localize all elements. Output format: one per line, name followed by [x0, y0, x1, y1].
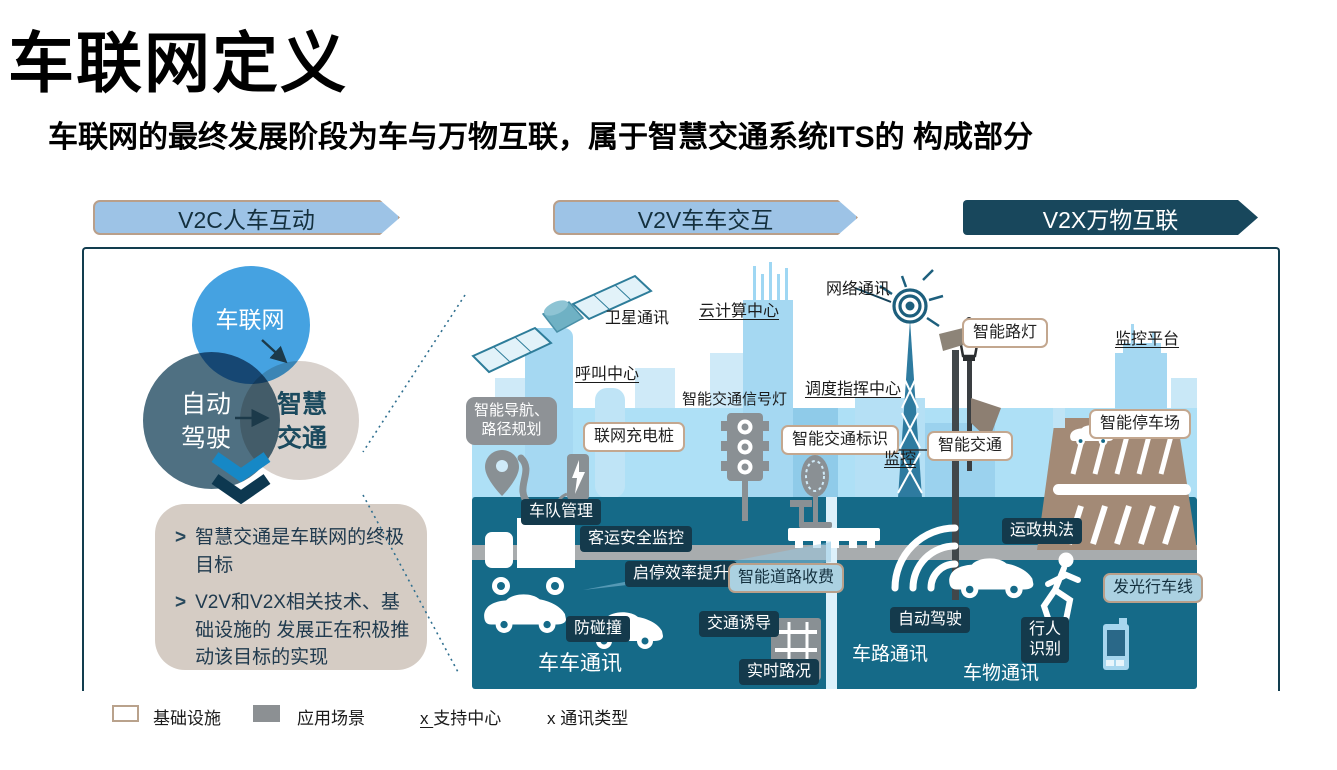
label-network-comm: 网络通讯 [826, 281, 891, 298]
traffic-light-icon [721, 413, 769, 521]
page-subtitle: 车联网的最终发展阶段为车与万物互联，属于智慧交通系统ITS的 构成部分 [48, 121, 1034, 154]
label-traffic-guidance: 交通诱导 [699, 611, 780, 637]
legend-support-center: x 支持中心 [420, 704, 501, 729]
legend-comm-type: x 通讯类型 [547, 704, 628, 729]
traffic-sign-icon [799, 455, 832, 528]
chevron-down-icon [211, 452, 271, 483]
banner-v2x: V2X万物互联 [963, 200, 1258, 235]
truck-icon [485, 518, 575, 595]
page-title: 车联网定义 [8, 28, 348, 101]
legend-infrastructure-swatch [112, 705, 139, 722]
label-autonomous-driving: 自动驾驶 [890, 607, 971, 633]
venn-label-iov: 车联网 [215, 306, 285, 333]
notes-box: > 智慧交通是车联网的终极目标 > V2V和V2X相关技术、基础设施的 发展正在… [155, 504, 427, 670]
road-separator [826, 497, 837, 689]
note-text: 智慧交通是车联网的终极目标 [195, 527, 405, 576]
arrow-iov-to-intersection [261, 339, 288, 364]
dashed-bracket [362, 294, 466, 673]
label-cloud-center: 云计算中心 [699, 303, 780, 320]
note-bullet: > [175, 592, 187, 614]
legend-comm-label: 通讯类型 [560, 709, 629, 728]
label-dispatch-center: 调度指挥中心 [805, 381, 902, 398]
note-text: V2V和V2X相关技术、基础设施的 发展正在积极推 动该目标的实现 [195, 592, 410, 669]
legend-support-label: 支持中心 [433, 709, 502, 728]
banner-v2v: V2V车车交互 [553, 200, 858, 235]
note-item: > V2V和V2X相关技术、基础设施的 发展正在积极推 动该目标的实现 [175, 589, 411, 672]
label-smart-toll: 智能道路收费 [728, 563, 845, 593]
venn-label-smart-traffic: 智慧 交通 [276, 390, 328, 452]
label-smart-sign: 智能交通标识 [781, 425, 900, 455]
label-smart-signal: 智能交通信号灯 [682, 391, 788, 408]
label-start-stop-efficiency: 启停效率提升 [625, 561, 738, 587]
smart-traffic-pole-icon [891, 328, 966, 600]
network-label-pointer [854, 287, 892, 303]
label-glowing-lane: 发光行车线 [1103, 573, 1204, 603]
label-call-center: 呼叫中心 [575, 366, 640, 383]
legend-support-marker: x [420, 709, 429, 728]
label-transport-enforcement: 运政执法 [1002, 518, 1083, 544]
note-item: > 智慧交通是车联网的终极目标 [175, 524, 411, 579]
legend-application-label: 应用场景 [297, 709, 365, 728]
toll-gantry-icon [788, 528, 880, 548]
label-connected-charger: 联网充电桩 [583, 422, 686, 452]
venn-arrows-graphic [211, 339, 288, 505]
label-monitoring: 监控 [884, 451, 917, 468]
chevron-down-icon [211, 474, 271, 505]
legend-comm-marker: x [547, 709, 556, 728]
label-passenger-safety: 客运安全监控 [580, 526, 693, 552]
label-collision-avoidance: 防碰撞 [566, 616, 631, 642]
pedestrian-icon [1040, 552, 1081, 627]
label-realtime-traffic: 实时路况 [739, 659, 820, 685]
banner-v2x-label: V2X万物互联 [1042, 206, 1179, 233]
label-v2i-comm: 车路通讯 [852, 644, 929, 665]
label-monitor-platform: 监控平台 [1115, 331, 1180, 348]
label-smart-parking: 智能停车场 [1089, 409, 1192, 439]
label-smart-lamp: 智能路灯 [962, 318, 1049, 348]
satellite-icon [471, 274, 653, 374]
label-satellite-comm: 卫星通讯 [605, 310, 670, 327]
content-frame [82, 247, 1280, 691]
label-smart-traffic: 智能交通 [927, 431, 1014, 461]
banner-v2c-label: V2C人车互动 [178, 206, 315, 233]
banner-v2v-label: V2V车车交互 [637, 206, 774, 233]
label-pedestrian-recognition: 行人 识别 [1021, 617, 1070, 663]
label-v2v-comm: 车车通讯 [538, 652, 622, 675]
note-bullet: > [175, 527, 187, 548]
banner-v2c: V2C人车互动 [93, 200, 400, 235]
label-smart-navigation: 智能导航、 路径规划 [466, 397, 558, 445]
venn-label-autonomous: 自动 驾驶 [180, 390, 232, 452]
radio-tower-icon [854, 269, 944, 498]
label-fleet-management: 车队管理 [521, 499, 602, 525]
parking-lot-icon [1037, 408, 1197, 550]
label-v2x-comm: 车物通讯 [963, 663, 1040, 684]
legend-application-swatch [253, 705, 280, 722]
phone-icon [1103, 618, 1129, 670]
legend-infrastructure-label: 基础设施 [153, 709, 221, 728]
